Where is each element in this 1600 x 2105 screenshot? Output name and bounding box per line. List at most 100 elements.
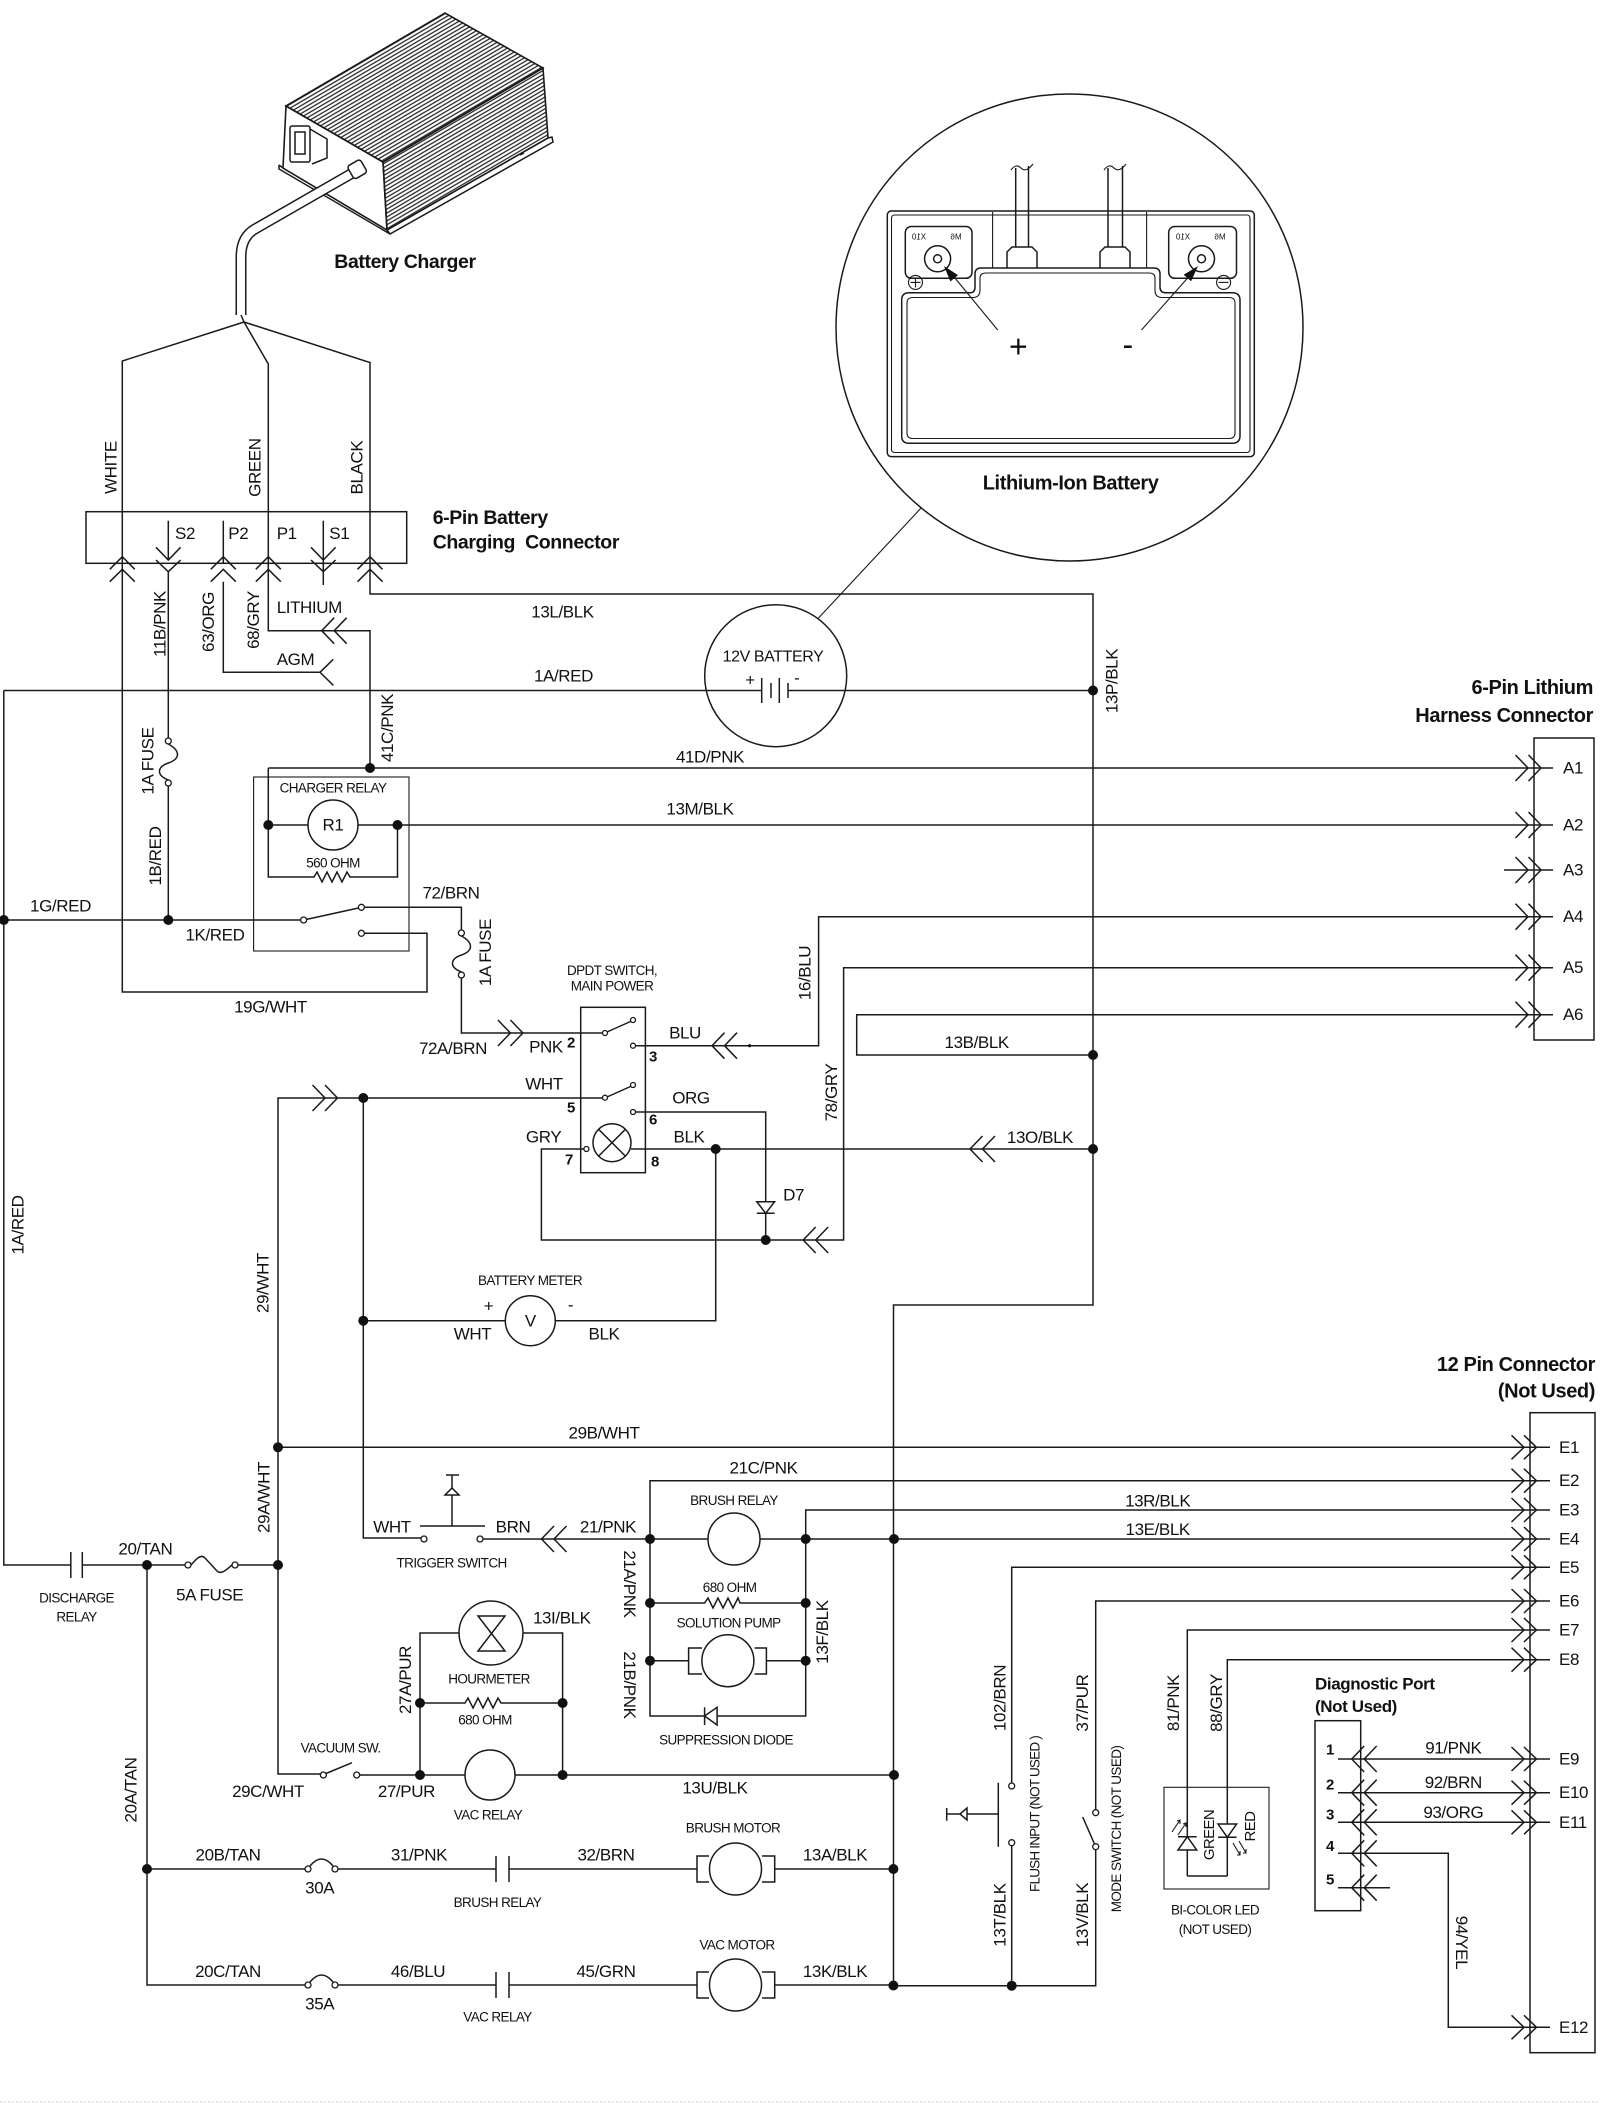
main-fuse-5a: 5A FUSE [176,1555,244,1605]
hourglass-icon [476,1615,507,1652]
label-19g-wht: 19G/WHT [234,998,307,1017]
terminal-size-mark-left: X10 [911,233,926,242]
pin-e4-label: E4 [1559,1530,1579,1549]
junction-dot [365,763,375,773]
label-21a-pnk: 21A/PNK [620,1550,639,1618]
junction-dot [800,1655,811,1666]
label-32-brn: 32/BRN [577,1846,634,1865]
junction-dot [0,915,9,925]
lithium-negative-label: - [1122,327,1132,363]
junction-dot [888,1864,899,1874]
positive-pointer [949,271,999,331]
label-13f-blk: 13F/BLK [813,1599,832,1663]
dpdt-num-2: 2 [567,1035,575,1052]
harness-title-2: Harness Connector [1415,705,1593,727]
red-led-icon [1216,1823,1247,1856]
pin-p1-label: P1 [277,524,297,543]
pin-a4-plug [1514,903,1543,931]
wiring [3,321,1553,1986]
battery-meter-plus: + [484,1297,494,1316]
fuse-30a-icon [309,1858,334,1867]
lead-green-label: GREEN [246,438,265,496]
discharge-relay-label-2: RELAY [56,1610,97,1625]
lithium-ion-battery: X10 M6 X10 M6 + - Lithium-Ion Battery [817,93,1304,619]
pin-e3-label: E3 [1559,1501,1579,1520]
flush-input-switch: FLUSH INPUT (NOT USED ) [945,1736,1043,1892]
label-21-pnk: 21/PNK [580,1518,637,1537]
dpdt-switch-box [579,1006,647,1174]
vac-motor-label: VAC MOTOR [699,1938,775,1953]
brush-relay-contact-label: BRUSH RELAY [454,1895,542,1910]
charger-cable-gland [347,159,368,180]
diagnostic-port-body [1314,1719,1362,1912]
pin-e8-label: E8 [1559,1650,1579,1669]
diag-pin-4-socket [1350,1839,1378,1867]
label-88-gry: 88/GRY [1207,1674,1226,1732]
vac-relay-coil: VAC RELAY [454,1749,523,1823]
dpdt-lead-pnk: PNK [529,1038,564,1057]
label-20c-tan: 20C/TAN [195,1962,261,1981]
wire-81-pnk [1186,1629,1550,1876]
junction-dot [710,1144,721,1154]
battery-meter-blk: BLK [589,1325,621,1344]
battery-12v-negative: - [794,669,799,688]
junction-dot [358,1093,369,1103]
positive-terminal-bolt [923,245,952,273]
label-13r-blk: 13R/BLK [1125,1492,1191,1511]
wire-labels: 11B/PNK 63/ORG 68/GRY LITHIUM AGM 13L/BL… [9,590,1484,1981]
label-92-brn: 92/BRN [1425,1773,1482,1792]
diag-pin-1-socket [1350,1745,1378,1773]
pin-e12-plug [1510,2014,1538,2040]
wire-green-68-gry-41c-pnk [243,321,371,768]
pin-s2-label: S2 [175,524,195,543]
junction-dot [358,1315,369,1326]
brush-relay-coil [707,1512,761,1566]
brush-relay-resistor-label: 680 OHM [703,1580,757,1595]
label-93-org: 93/ORG [1423,1803,1483,1822]
junction-dot [889,1534,899,1544]
pin-e7-plug [1510,1617,1538,1643]
label-63-org: 63/ORG [199,592,218,652]
label-13a-blk: 13A/BLK [803,1846,868,1865]
pin-e10-label: E10 [1559,1783,1588,1802]
terminal-size-mark-right: X10 [1175,233,1190,242]
brush-relay-label: BRUSH RELAY [690,1493,778,1508]
bicolor-led-label-1: BI-COLOR LED [1171,1903,1260,1918]
label-29a-wht: 29A/WHT [255,1462,274,1533]
dpdt-pin-2 [601,1029,609,1037]
label-37-pur: 37/PUR [1073,1674,1092,1731]
wire-13b-blk [855,1013,1553,1056]
lead-black-label: BLACK [348,440,367,495]
charging-connector-title-2: Charging Connector [433,531,620,553]
connector-72a-brn [497,1019,524,1047]
green-led-icon [1171,1819,1199,1851]
battery-12v-circle [703,603,848,748]
lithium-battery-label: Lithium-Ion Battery [983,473,1160,495]
hourmeter-label: HOURMETER [448,1672,530,1687]
label-20-tan: 20/TAN [118,1540,172,1559]
label-13u-blk: 13U/BLK [682,1779,748,1798]
dpdt-num-6: 6 [649,1112,657,1129]
wire-29-wht [277,1097,603,1775]
dpdt-title-1: DPDT SWITCH, [567,963,657,978]
diag-pin-4-label: 4 [1326,1838,1335,1855]
battery-charger: Battery Charger [235,12,554,323]
solution-pump-motor-icon [687,1633,768,1688]
pin-e2-label: E2 [1559,1471,1579,1490]
label-81-pnk: 81/PNK [1164,1674,1183,1731]
dpdt-num-8: 8 [651,1154,659,1171]
dpdt-title-2: MAIN POWER [571,979,654,994]
dpdt-lead-org: ORG [672,1089,710,1108]
junction-dot [645,1598,655,1608]
battery-top-dividers [992,212,1148,268]
diag-pin-2-socket [1350,1779,1378,1807]
brush-motor-circuit: BRUSH MOTOR 30A BRUSH RELAY [304,1821,782,1910]
trigger-brn-label: BRN [496,1518,531,1537]
hourmeter-resistor-label: 680 OHM [458,1713,512,1728]
vac-motor-icon [696,1958,776,2012]
connector-29-wht [311,1084,339,1112]
led-green-label: GREEN [1201,1810,1218,1860]
battery-body [886,210,1256,458]
pin-p2-label: P2 [228,524,248,543]
vacuum-switch: VACUUM SW. [301,1741,381,1779]
